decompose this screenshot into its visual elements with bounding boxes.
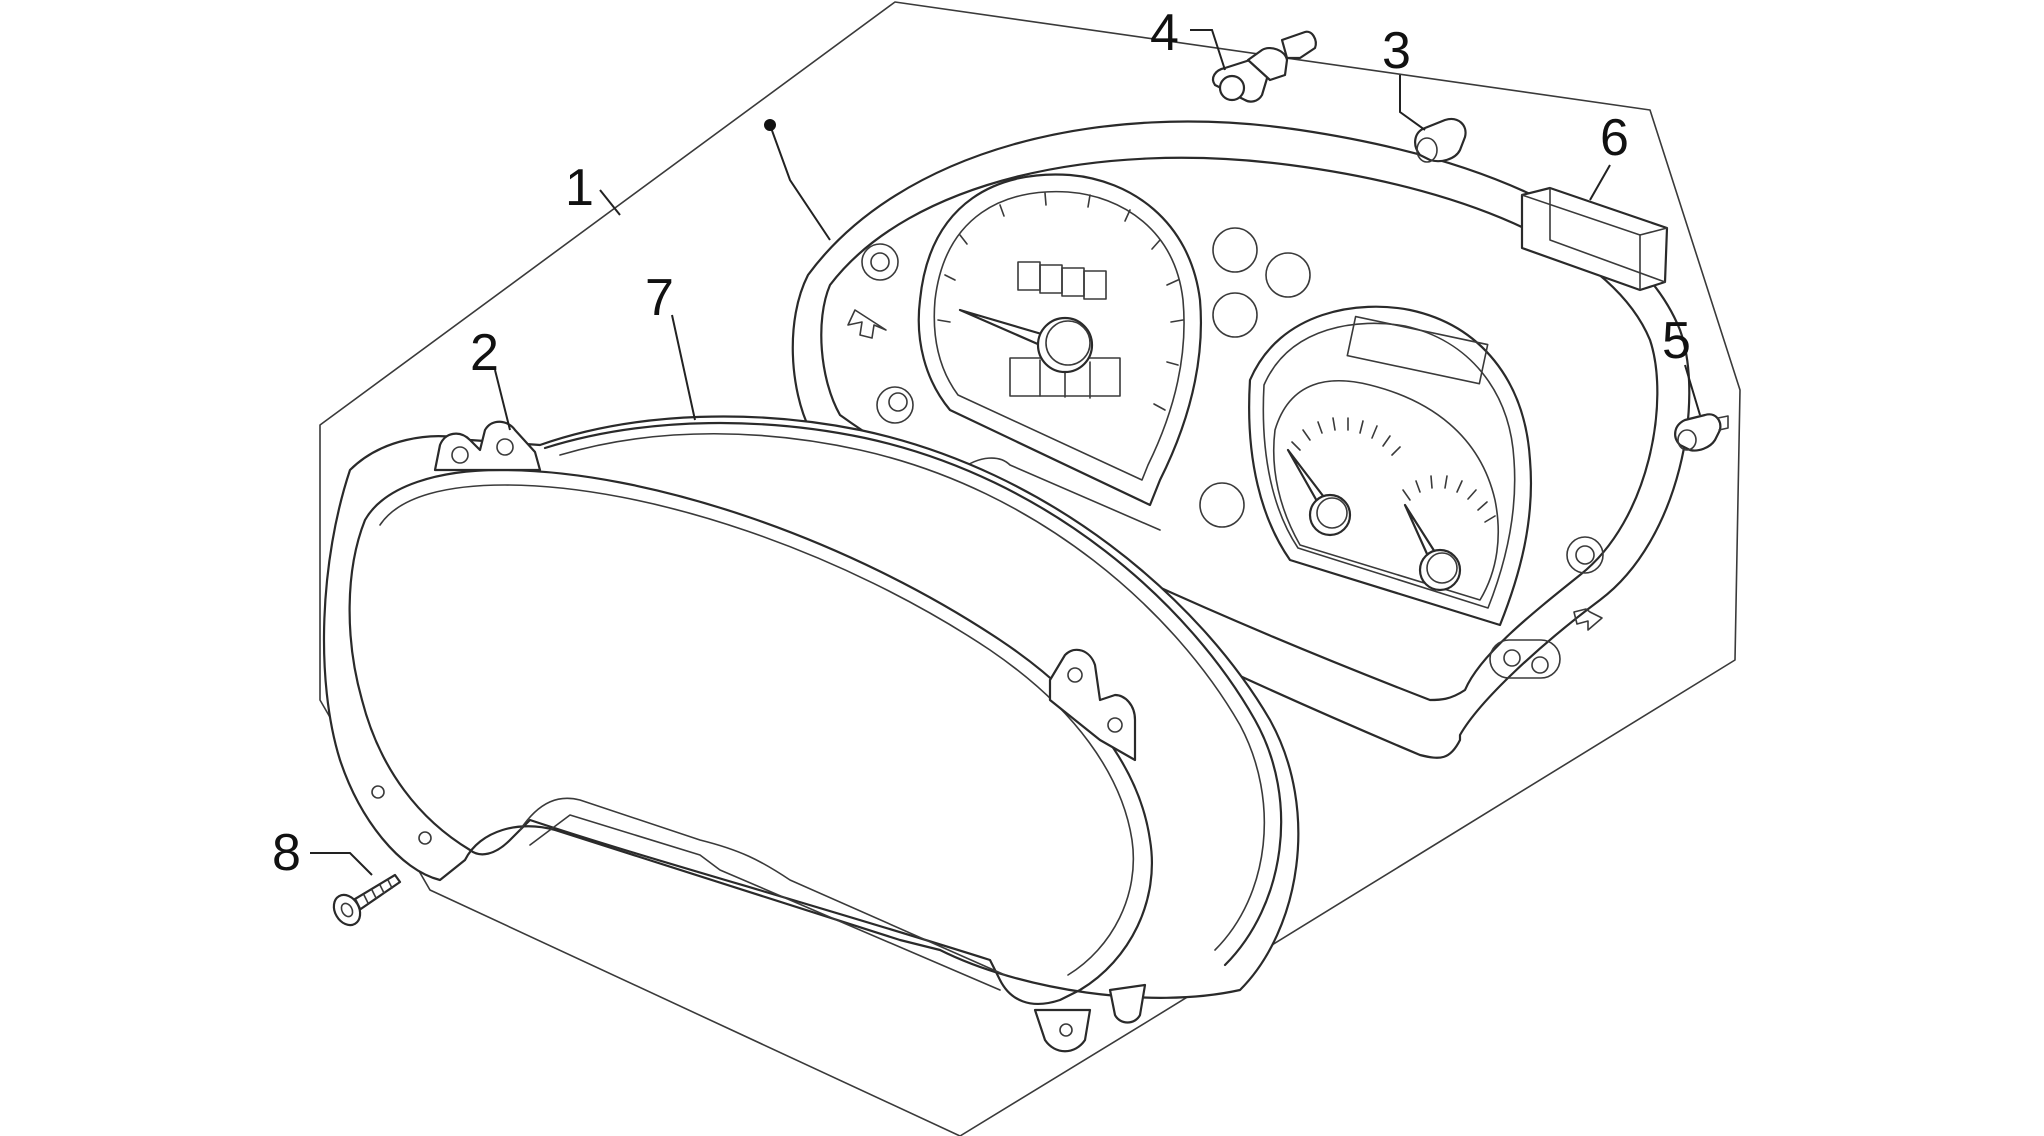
callouts: 1 2 3 4 5 6 7 8 <box>272 4 1691 882</box>
turn-indicators <box>847 243 1604 679</box>
callout-8: 8 <box>272 824 301 882</box>
instrument-cluster-body <box>791 120 1691 759</box>
callout-4: 4 <box>1150 4 1179 62</box>
small-bulb <box>1674 413 1729 452</box>
fuel-temp-gauge <box>1248 305 1533 627</box>
callout-2: 2 <box>470 324 499 382</box>
leader-lines <box>310 29 1701 876</box>
callout-1: 1 <box>565 159 594 217</box>
screw <box>332 873 402 927</box>
bulb <box>1414 117 1467 163</box>
sensor-connector <box>1211 30 1317 103</box>
callout-7: 7 <box>645 269 674 327</box>
indicator-lamps <box>1199 227 1311 528</box>
lcd-display <box>1520 186 1669 292</box>
callout-5: 5 <box>1662 312 1691 370</box>
assembly-boundary <box>319 1 1741 1136</box>
speedometer-gauge <box>917 173 1203 507</box>
callout-6: 6 <box>1600 109 1629 167</box>
callout-3: 3 <box>1382 22 1411 80</box>
lens-cover <box>322 415 1300 1053</box>
